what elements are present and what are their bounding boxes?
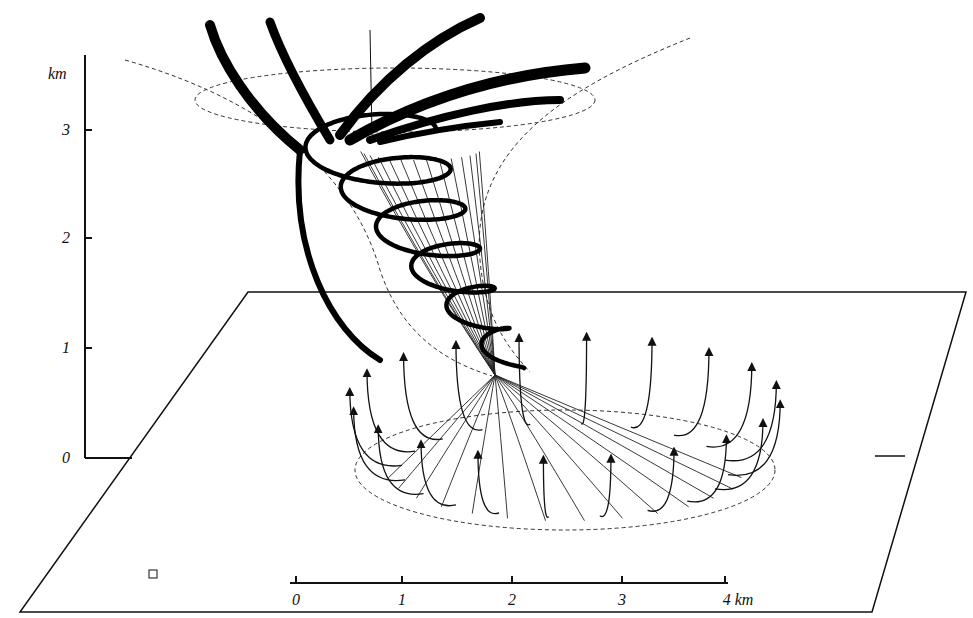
base-outline <box>355 410 775 530</box>
height-axis <box>84 55 86 458</box>
distance-tick-label: 3 <box>618 592 626 608</box>
outflow-arrow <box>600 455 611 516</box>
scale-tick <box>295 576 297 583</box>
outflow-arrow <box>725 382 776 461</box>
outflow-band <box>210 25 300 150</box>
outflow-arrow <box>367 370 415 452</box>
distance-scale <box>290 582 728 584</box>
distance-tick-label: 4 km <box>723 592 754 608</box>
axis-line <box>370 30 372 135</box>
scale-tick <box>511 576 513 583</box>
outflow-arrow <box>631 338 652 427</box>
outflow-arrow <box>519 335 530 425</box>
height-tick-label: 1 <box>62 340 70 356</box>
small-square <box>149 570 157 578</box>
outflow-arrow <box>674 349 709 436</box>
outflow-arrow <box>543 456 548 517</box>
outflow-arrow <box>581 334 586 425</box>
outflow-band <box>270 22 330 140</box>
streamline <box>476 154 732 489</box>
distance-tick-label: 0 <box>292 592 300 608</box>
outflow-arrow <box>378 426 423 494</box>
outflow-arrow <box>456 342 482 431</box>
level-mark <box>875 455 905 457</box>
streamline <box>401 159 508 518</box>
height-tick-label: 0 <box>62 450 70 466</box>
height-tick-label: 2 <box>62 230 70 246</box>
axis-unit: km <box>48 66 67 82</box>
outflow-arrow <box>404 354 443 440</box>
outflow-arrow <box>728 401 780 475</box>
outflow-arrow <box>478 452 499 514</box>
streamline <box>389 159 495 514</box>
height-tick-label: 3 <box>62 122 70 138</box>
outflow-band <box>370 100 560 140</box>
outflow-arrow <box>706 364 751 447</box>
axis-tick <box>85 237 92 239</box>
streamline <box>364 154 495 489</box>
distance-tick-label: 1 <box>398 592 406 608</box>
funnel-outline <box>479 38 690 372</box>
outflow-arrow <box>421 441 456 506</box>
outflow-arrow <box>648 448 674 511</box>
streamline <box>427 160 585 521</box>
axis-tick <box>85 347 92 349</box>
streamline <box>479 151 741 477</box>
outflow-band <box>380 122 500 142</box>
scale-tick <box>401 576 403 583</box>
scale-tick <box>621 576 623 583</box>
axis-tick <box>85 129 92 131</box>
axis-tick <box>85 457 132 459</box>
distance-tick-label: 2 <box>508 592 516 608</box>
outflow-arrow <box>354 408 405 481</box>
outflow-band <box>298 150 380 360</box>
scale-tick <box>724 576 726 583</box>
streamline <box>439 159 622 518</box>
helix-streamline <box>305 114 524 368</box>
outflow-arrow <box>715 420 763 490</box>
outflow-band <box>350 68 585 140</box>
